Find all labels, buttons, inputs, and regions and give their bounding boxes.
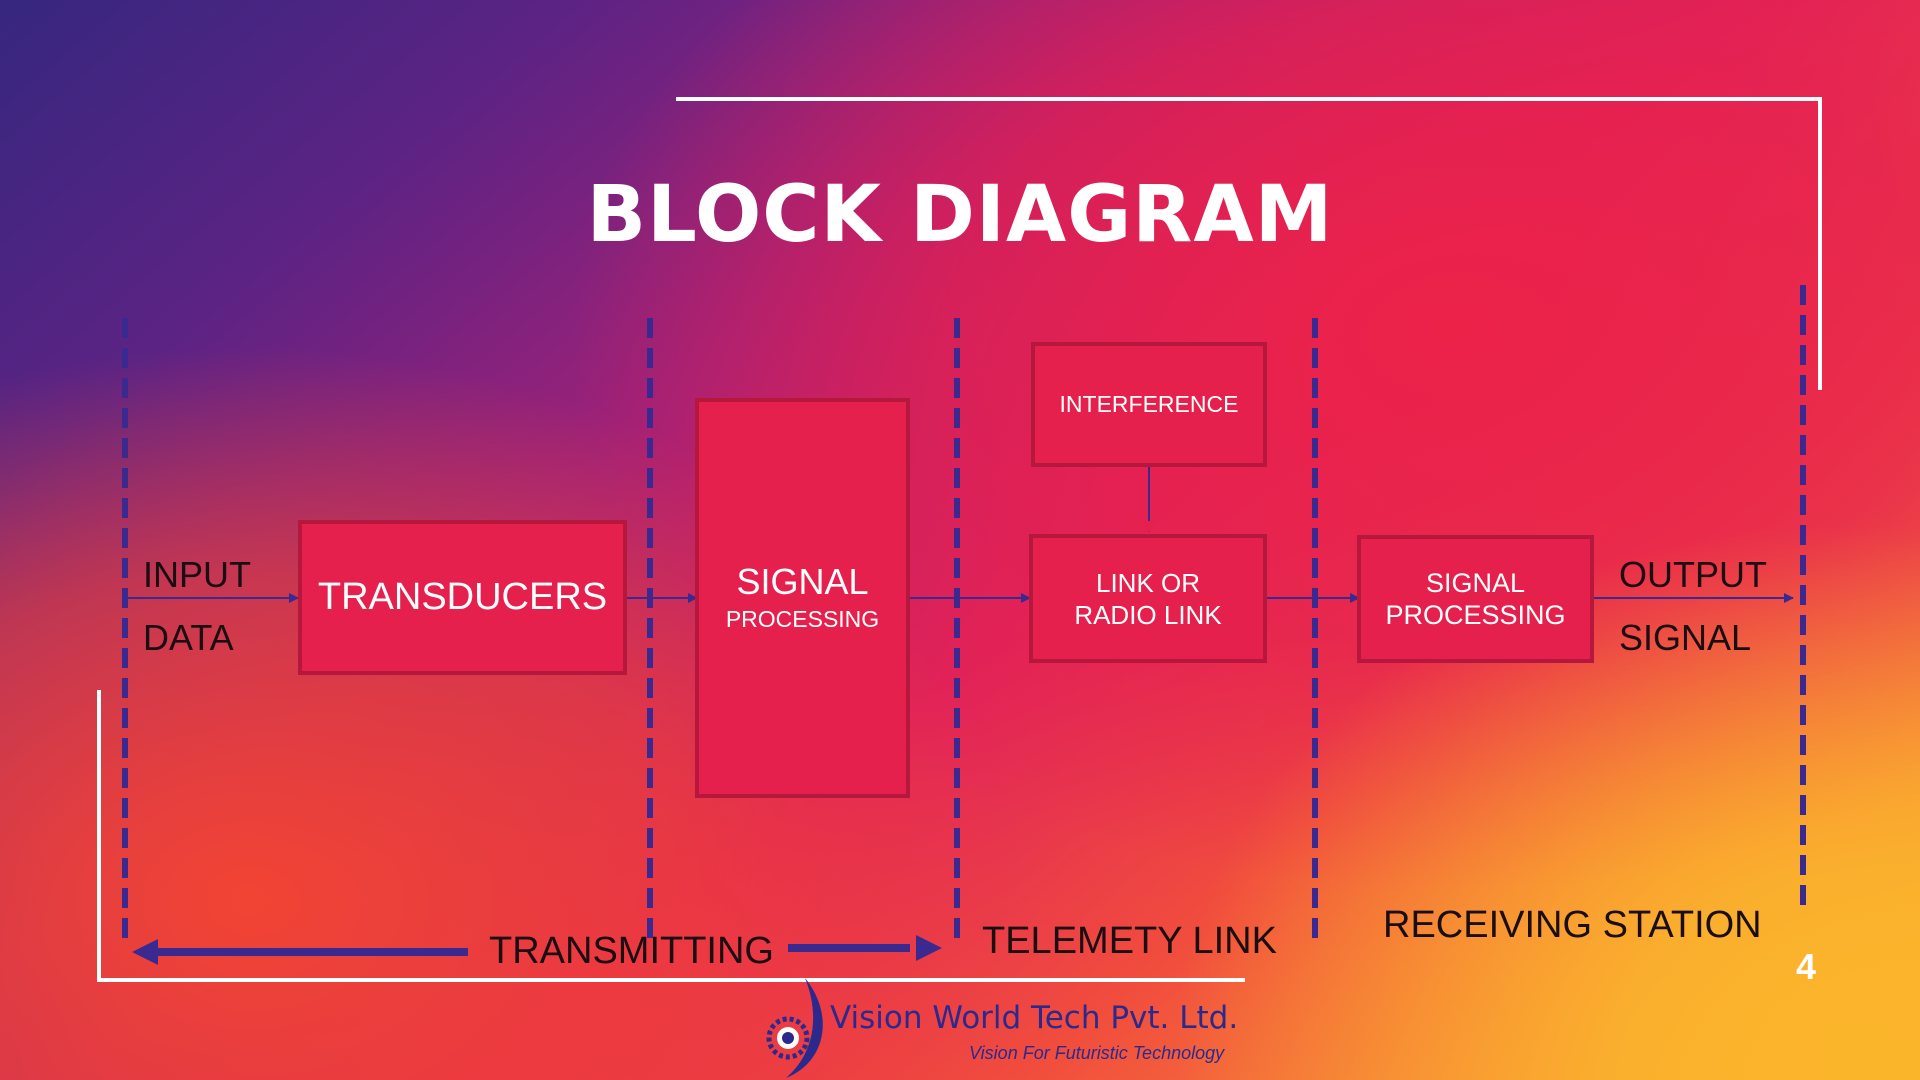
- transmitting-arrowhead-left: [132, 939, 158, 965]
- transmitting-label: TRANSMITTING: [489, 930, 774, 972]
- transmitting-arrowhead-right: [916, 935, 942, 961]
- input-data-label: INPUT DATA: [143, 555, 251, 658]
- input-label-line-2: DATA: [143, 617, 234, 658]
- output-label-line-2: SIGNAL: [1619, 617, 1752, 658]
- left-frame-line: [97, 690, 101, 982]
- company-tagline: Vision For Futuristic Technology: [969, 1043, 1225, 1063]
- transducers-block: TRANSDUCERS: [298, 520, 627, 675]
- page-number: 4: [1796, 946, 1817, 987]
- signal-processing-tx-label-1: SIGNAL: [736, 561, 869, 602]
- bottom-frame-line: [97, 978, 1245, 982]
- link-block: LINK OR RADIO LINK: [1029, 534, 1267, 663]
- slide-title: BLOCK DIAGRAM: [586, 170, 1334, 260]
- company-name: Vision World Tech Pvt. Ltd.: [830, 1000, 1239, 1036]
- transducers-label: TRANSDUCERS: [317, 576, 608, 618]
- link-label-1: LINK OR: [1095, 567, 1201, 598]
- signal-processing-rx-block: SIGNAL PROCESSING: [1357, 535, 1594, 663]
- output-label-line-1: OUTPUT: [1619, 554, 1767, 595]
- signal-processing-rx-label-2: PROCESSING: [1385, 600, 1566, 630]
- input-label-line-1: INPUT: [143, 554, 251, 595]
- telemetry-link-label: TELEMETY LINK: [982, 920, 1277, 962]
- logo-mark: [766, 978, 823, 1078]
- link-label-2: RADIO LINK: [1074, 599, 1222, 630]
- receiving-station-label: RECEIVING STATION: [1383, 904, 1762, 946]
- interference-block: INTERFERENCE: [1031, 342, 1267, 467]
- signal-processing-rx-label-1: SIGNAL: [1425, 568, 1526, 598]
- top-frame-line: [676, 97, 1822, 101]
- signal-processing-tx-block: SIGNAL PROCESSING: [695, 398, 910, 798]
- interference-label: INTERFERENCE: [1059, 391, 1239, 417]
- signal-processing-tx-label-2: PROCESSING: [725, 606, 880, 632]
- output-signal-label: OUTPUT SIGNAL: [1619, 555, 1767, 658]
- right-frame-line: [1818, 97, 1822, 390]
